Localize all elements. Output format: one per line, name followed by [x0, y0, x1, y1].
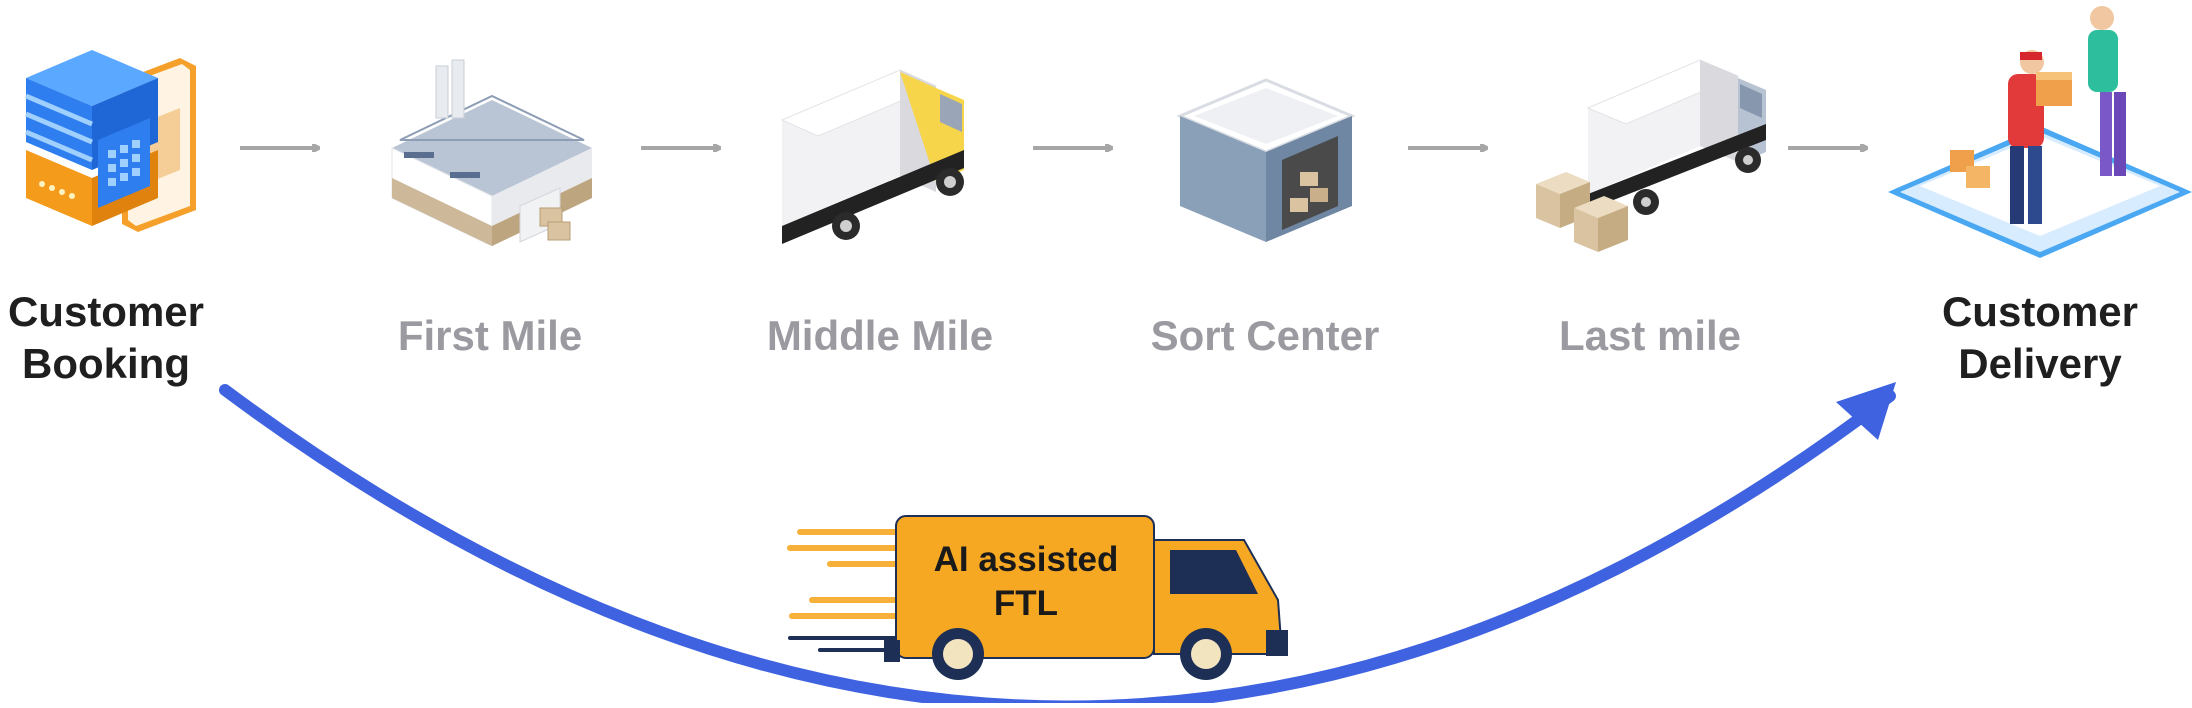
step-label-sort-center: Sort Center	[1150, 312, 1380, 359]
ai-ftl-truck-icon	[787, 515, 1288, 680]
customer-booking-line2: Booking	[22, 340, 190, 387]
last-mile-truck-icon	[1536, 59, 1766, 252]
customer-delivery-line2: Delivery	[1958, 340, 2122, 387]
truck-label: AI assisted FTL	[900, 538, 1152, 626]
step-label-middle-mile: Middle Mile	[766, 312, 994, 359]
step-label-last-mile: Last mile	[1558, 312, 1742, 359]
step-label-customer-delivery: Customer Delivery	[1910, 286, 2170, 390]
arc-arrowhead	[1836, 382, 1896, 440]
step-label-first-mile: First Mile	[397, 312, 583, 359]
truck-label-line2: FTL	[993, 584, 1059, 623]
truck-label-line1: AI assisted	[933, 540, 1119, 579]
sort-center-icon	[1176, 78, 1356, 242]
middle-mile-truck-icon	[780, 69, 964, 244]
server-phone-icon	[25, 50, 196, 232]
customer-delivery-line1: Customer	[1941, 288, 2139, 335]
customer-delivery-icon	[1888, 6, 2192, 258]
step-label-customer-booking: Customer Booking	[0, 286, 212, 390]
customer-booking-line1: Customer	[7, 288, 205, 335]
warehouse-icon	[391, 59, 592, 247]
